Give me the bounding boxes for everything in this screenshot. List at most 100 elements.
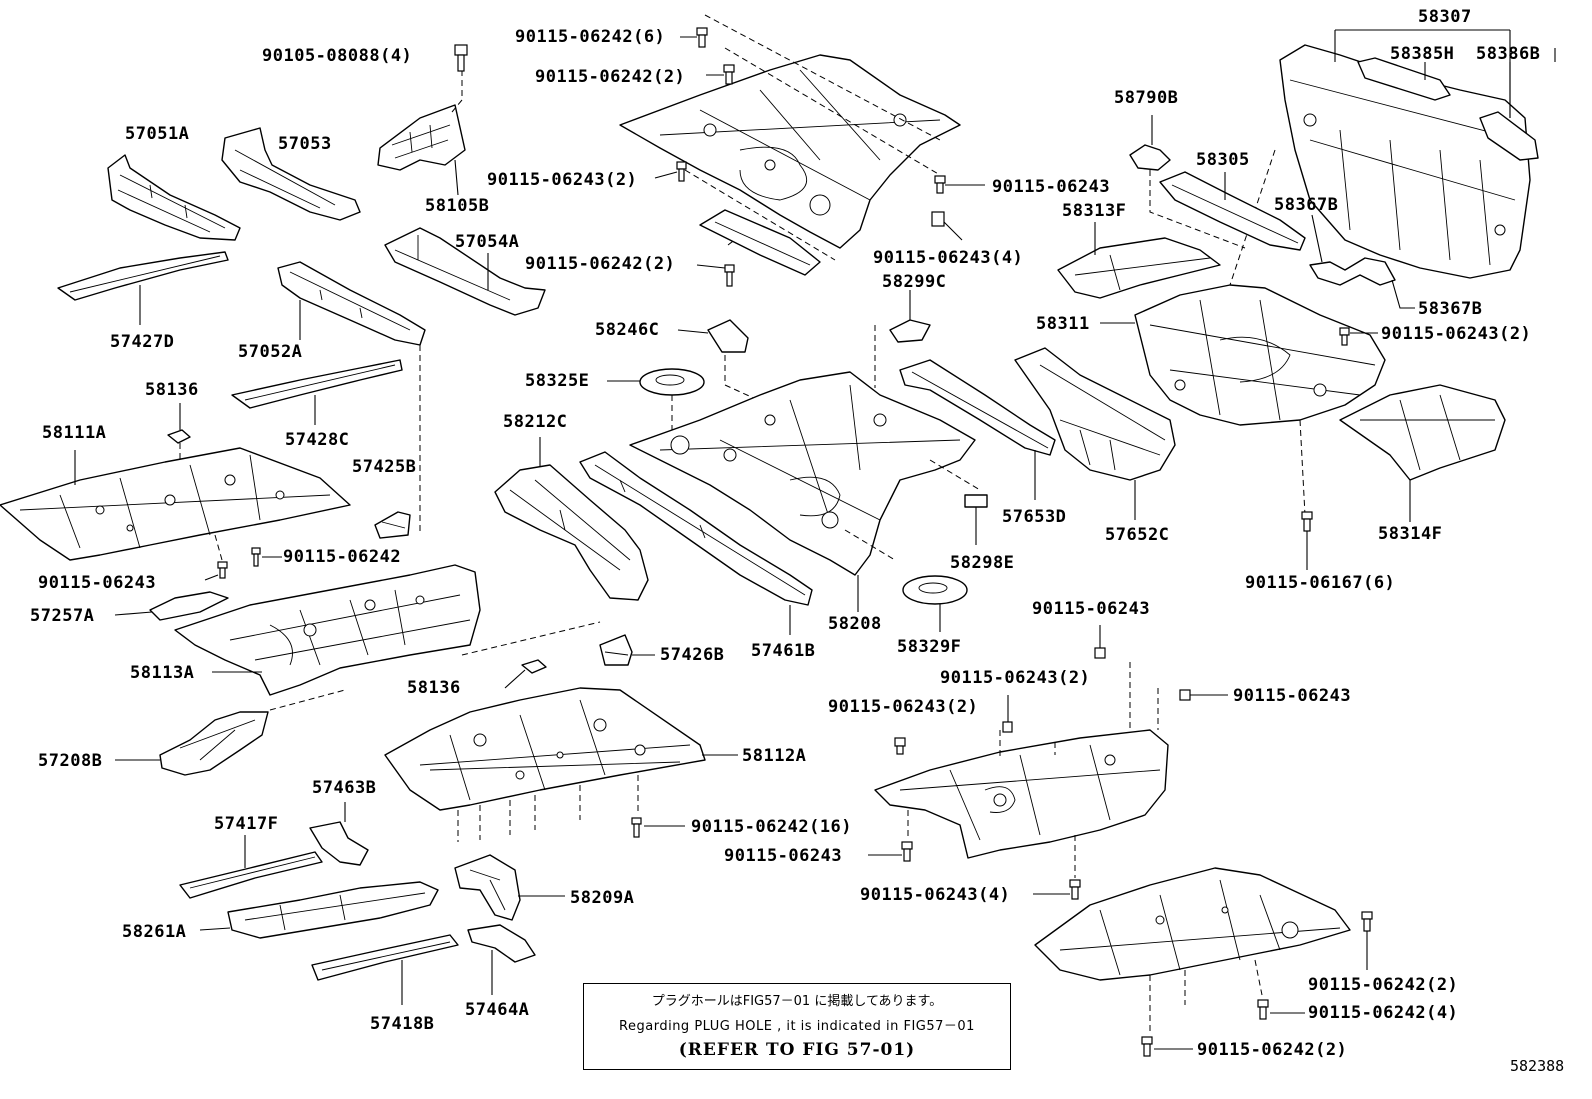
label-58136-left[interactable]: 58136	[145, 380, 199, 400]
label-58105B[interactable]: 58105B	[425, 196, 490, 216]
label-58790B[interactable]: 58790B	[1114, 88, 1179, 108]
part-57257A-drawing	[114, 591, 229, 621]
note-english-text: Regarding PLUG HOLE , it is indicated in…	[619, 1019, 975, 1034]
label-90115-06167[interactable]: 90115-06167(6)	[1245, 573, 1396, 593]
label-58298E[interactable]: 58298E	[950, 553, 1015, 573]
label-57053[interactable]: 57053	[278, 134, 332, 154]
label-90115-06243-lr-right[interactable]: 90115-06243	[1233, 686, 1352, 706]
label-57461B[interactable]: 57461B	[751, 641, 816, 661]
label-90115-06242-4-br[interactable]: 90115-06242(4)	[1308, 1003, 1459, 1023]
diagram-id: 582388	[1510, 1057, 1565, 1075]
part-58298E-drawing	[964, 494, 988, 545]
label-58111A[interactable]: 58111A	[42, 423, 107, 443]
label-90115-06243-left[interactable]: 90115-06243	[38, 573, 157, 593]
label-58208[interactable]: 58208	[828, 614, 882, 634]
label-58112A[interactable]: 58112A	[742, 746, 807, 766]
part-57425B-drawing	[374, 511, 411, 539]
label-90115-06242-2-top[interactable]: 90115-06242(2)	[535, 67, 686, 87]
part-lower-right-member-drawing	[874, 662, 1169, 878]
part-57054A-drawing	[384, 227, 546, 316]
label-90115-06243-4-top[interactable]: 90115-06243(4)	[873, 248, 1024, 268]
label-58261A[interactable]: 58261A	[122, 922, 187, 942]
label-58314F[interactable]: 58314F	[1378, 524, 1443, 544]
label-58325E[interactable]: 58325E	[525, 371, 590, 391]
label-90115-06243-lr-low[interactable]: 90115-06243	[724, 846, 843, 866]
part-58112A-drawing	[384, 687, 738, 842]
label-58329F[interactable]: 58329F	[897, 637, 962, 657]
label-58386B[interactable]: 58386B	[1476, 44, 1541, 64]
label-90115-06243-lr-top[interactable]: 90115-06243	[1032, 599, 1151, 619]
note-japanese-text: プラグホールはFIG57－01 に掲載してあります。	[651, 994, 943, 1009]
note-reference-link[interactable]: (REFER TO FIG 57-01)	[678, 1040, 916, 1060]
label-58246C[interactable]: 58246C	[595, 320, 660, 340]
label-57428C[interactable]: 57428C	[285, 430, 350, 450]
part-58208-drawing	[629, 371, 981, 612]
label-57463B[interactable]: 57463B	[312, 778, 377, 798]
label-90115-06242-6[interactable]: 90115-06242(6)	[515, 27, 666, 47]
label-57427D[interactable]: 57427D	[110, 332, 175, 352]
label-90115-06243-2-top[interactable]: 90115-06243(2)	[487, 170, 638, 190]
bolts-lower-right-floor	[1141, 911, 1373, 1057]
label-90115-06243-2-lr-b[interactable]: 90115-06243(2)	[828, 697, 979, 717]
part-58209A-drawing	[454, 854, 565, 921]
label-58305[interactable]: 58305	[1196, 150, 1250, 170]
label-90115-06242-2-br-b[interactable]: 90115-06242(2)	[1197, 1040, 1348, 1060]
label-57051A[interactable]: 57051A	[125, 124, 190, 144]
label-90115-06242-16[interactable]: 90115-06242(16)	[691, 817, 853, 837]
label-90115-06242-left[interactable]: 90115-06242	[283, 547, 402, 567]
label-57653D[interactable]: 57653D	[1002, 507, 1067, 527]
part-57464A-drawing	[467, 924, 536, 995]
part-57418B-drawing	[311, 934, 459, 1005]
label-58299C[interactable]: 58299C	[882, 272, 947, 292]
label-58307[interactable]: 58307	[1418, 7, 1472, 27]
label-58136-center[interactable]: 58136	[407, 678, 461, 698]
label-58367B-lower[interactable]: 58367B	[1418, 299, 1483, 319]
label-58212C[interactable]: 58212C	[503, 412, 568, 432]
label-57417F[interactable]: 57417F	[214, 814, 279, 834]
bracket-58307-leads	[1334, 29, 1556, 118]
part-58329F-drawing	[902, 575, 968, 632]
label-57052A[interactable]: 57052A	[238, 342, 303, 362]
part-57461B-drawing	[579, 451, 813, 635]
part-57427D-drawing	[57, 251, 229, 325]
label-90115-06243-top[interactable]: 90115-06243	[992, 177, 1111, 197]
part-58790B-drawing	[1129, 115, 1246, 249]
label-90115-06243-2-right[interactable]: 90115-06243(2)	[1381, 324, 1532, 344]
label-58367B-upper[interactable]: 58367B	[1274, 195, 1339, 215]
label-58311[interactable]: 58311	[1036, 314, 1090, 334]
part-57208B-drawing	[115, 711, 269, 776]
part-58111A-drawing	[0, 447, 351, 561]
part-58325E-drawing	[607, 368, 705, 445]
part-58246C-drawing	[677, 319, 781, 411]
label-90105-08088[interactable]: 90105-08088(4)	[262, 46, 413, 66]
part-58386B-drawing	[1479, 111, 1539, 161]
label-57426B[interactable]: 57426B	[660, 645, 725, 665]
label-57425B[interactable]: 57425B	[352, 457, 417, 477]
label-90115-06242-2-mid[interactable]: 90115-06242(2)	[525, 254, 676, 274]
label-57418B[interactable]: 57418B	[370, 1014, 435, 1034]
part-57428C-drawing	[231, 359, 403, 425]
label-58385H[interactable]: 58385H	[1390, 44, 1455, 64]
label-90115-06243-4-lr[interactable]: 90115-06243(4)	[860, 885, 1011, 905]
label-57652C[interactable]: 57652C	[1105, 525, 1170, 545]
part-58113A-drawing	[174, 564, 481, 711]
label-57208B[interactable]: 57208B	[38, 751, 103, 771]
part-58311-drawing	[1100, 284, 1386, 516]
part-rear-floor-top-drawing	[619, 14, 961, 261]
label-57054A[interactable]: 57054A	[455, 232, 520, 252]
label-57464A[interactable]: 57464A	[465, 1000, 530, 1020]
part-58307-drawing	[1224, 44, 1531, 301]
part-58105B-drawing	[377, 70, 466, 196]
part-57652C-drawing	[1014, 347, 1176, 520]
label-58313F[interactable]: 58313F	[1062, 201, 1127, 221]
label-90115-06242-2-br-a[interactable]: 90115-06242(2)	[1308, 975, 1459, 995]
label-58209A[interactable]: 58209A	[570, 888, 635, 908]
part-58314F-drawing	[1339, 384, 1506, 522]
bolts-lower-right-member	[868, 625, 1228, 900]
label-58113A[interactable]: 58113A	[130, 663, 195, 683]
label-90115-06243-2-lr-a[interactable]: 90115-06243(2)	[940, 668, 1091, 688]
label-57257A[interactable]: 57257A	[30, 606, 95, 626]
part-57051A-drawing	[107, 154, 241, 241]
